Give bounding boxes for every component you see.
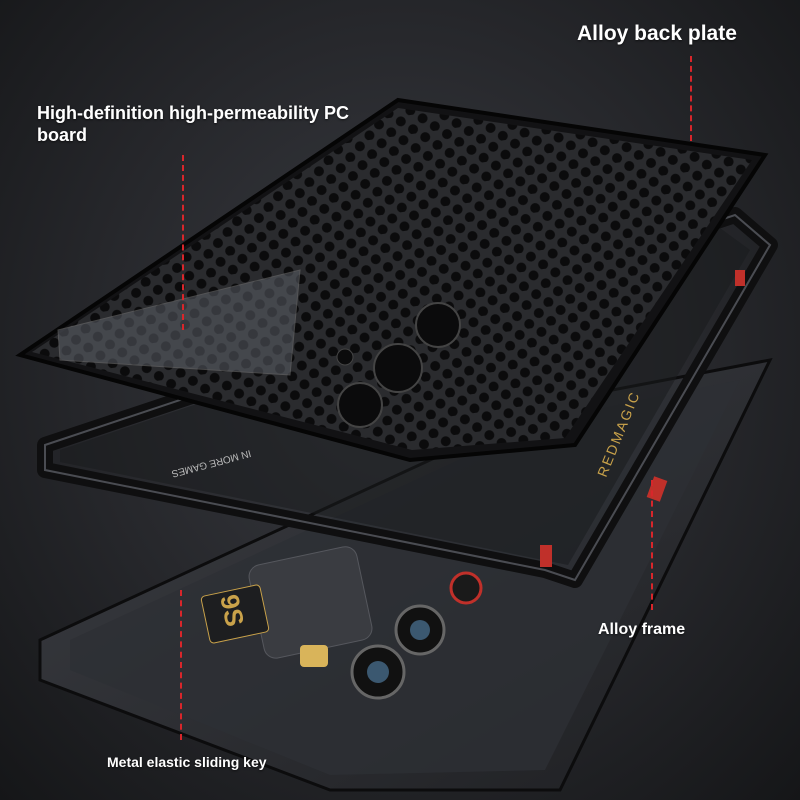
label-pc-board: High-definition high-permeability PC boa… — [37, 103, 349, 145]
label-alloy-frame: Alloy frame — [598, 621, 686, 638]
label-alloy-back-plate: Alloy back plate — [577, 22, 737, 45]
label-sliding-key: Metal elastic sliding key — [107, 754, 267, 770]
alloy-back-plate — [15, 97, 769, 463]
leader-line — [651, 480, 653, 610]
leader-line — [182, 155, 184, 330]
badge-text: 9S — [214, 592, 250, 629]
leader-line — [180, 590, 182, 740]
flash-icon — [300, 645, 328, 667]
pc-board-window — [57, 269, 301, 376]
side-key-icon — [540, 545, 552, 567]
side-key-icon — [735, 270, 745, 286]
leader-line — [690, 56, 692, 141]
